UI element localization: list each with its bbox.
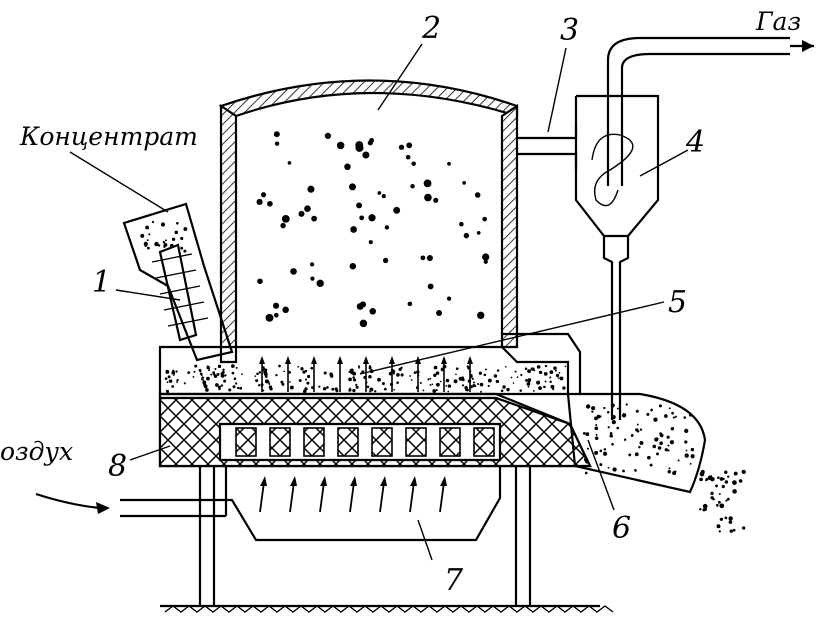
furnace-shaft: [218, 79, 519, 349]
ground: [160, 604, 614, 613]
grate-distributor: [158, 396, 592, 468]
label-concentrate: Концентрат: [19, 122, 198, 151]
label-4: 4: [685, 125, 705, 160]
gas-jets: [259, 356, 473, 392]
label-air: оздух: [0, 437, 73, 466]
label-2: 2: [421, 11, 441, 46]
label-6: 6: [612, 511, 631, 546]
label-8: 8: [108, 449, 127, 484]
wind-box: [120, 466, 502, 542]
support-legs: [198, 462, 532, 606]
feeder-screw: [122, 202, 234, 362]
shaft-particles: [256, 131, 490, 328]
discharge-chute: [566, 392, 746, 533]
label-5: 5: [668, 285, 687, 320]
label-gas: Газ: [755, 7, 801, 36]
leader-lines: [69, 43, 689, 561]
label-1: 1: [92, 265, 111, 300]
label-7: 7: [444, 563, 464, 598]
label-3: 3: [560, 13, 579, 48]
air-inlet-arrow: [35, 492, 110, 514]
cyclone: [574, 36, 814, 420]
gas-duct: [517, 124, 578, 170]
